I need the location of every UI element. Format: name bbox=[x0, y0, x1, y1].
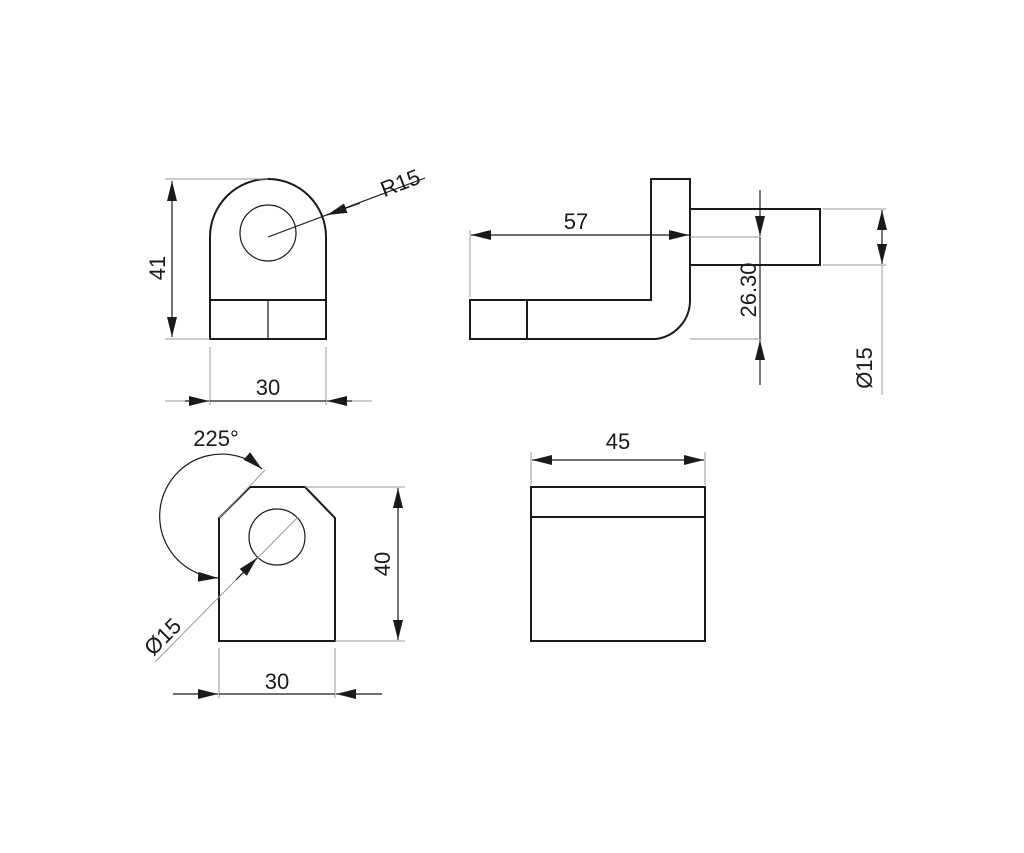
bracket-outline bbox=[469, 178, 692, 340]
front-view: 41 R15 30 bbox=[145, 164, 426, 406]
length-dimension-label: 57 bbox=[564, 209, 588, 234]
pin-diameter-label: Ø15 bbox=[852, 347, 877, 389]
end-width-label: 45 bbox=[606, 429, 630, 454]
hole-diameter-leader bbox=[154, 516, 299, 663]
side-view: 57 26.30 Ø15 bbox=[469, 178, 887, 395]
angle-dimension-label: 225° bbox=[193, 426, 239, 451]
plate-width-label: 30 bbox=[265, 669, 289, 694]
top-view: Ø15 225° 40 30 bbox=[139, 426, 405, 699]
end-view: 45 bbox=[530, 429, 706, 642]
radius-label: R15 bbox=[377, 164, 424, 202]
angle-dimension-arc bbox=[159, 452, 263, 582]
end-block bbox=[530, 486, 706, 642]
plate-height-label: 40 bbox=[370, 552, 395, 576]
height-dimension-label: 41 bbox=[145, 256, 170, 280]
hole-diameter-label: Ø15 bbox=[139, 613, 186, 660]
front-outline bbox=[209, 178, 327, 340]
offset-dimension-label: 26.30 bbox=[736, 262, 761, 317]
radius-arrow bbox=[326, 202, 361, 216]
width-dimension-label: 30 bbox=[256, 375, 280, 400]
hole-diameter-arrow bbox=[235, 557, 258, 581]
plate-hole bbox=[248, 508, 306, 566]
plate-outline bbox=[218, 486, 336, 642]
angle-extension bbox=[218, 469, 266, 519]
front-hole bbox=[239, 204, 297, 262]
